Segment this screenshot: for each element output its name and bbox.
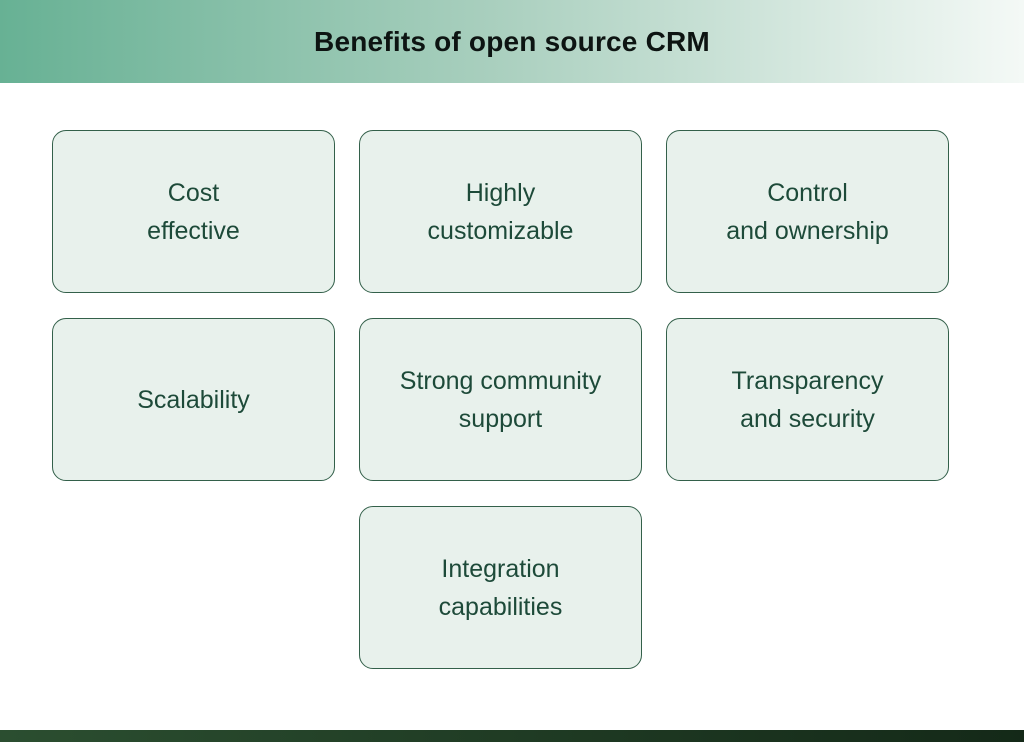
card-row-3: Integration capabilities [52, 506, 949, 669]
card-row-1: Cost effective Highly customizable Contr… [52, 130, 949, 293]
header-banner: Benefits of open source CRM [0, 0, 1024, 83]
card-scalability: Scalability [52, 318, 335, 481]
card-transparency-and-security: Transparency and security [666, 318, 949, 481]
card-strong-community-support: Strong community support [359, 318, 642, 481]
page-title: Benefits of open source CRM [314, 25, 710, 57]
card-label-strong-community-support: Strong community support [399, 366, 602, 433]
card-label-scalability: Scalability [137, 385, 250, 414]
card-row-2: Scalability Strong community support Tra… [52, 318, 949, 481]
card-label-highly-customizable: Highly customizable [427, 178, 574, 245]
card-integration-capabilities: Integration capabilities [359, 506, 642, 669]
card-label-transparency-and-security: Transparency and security [731, 366, 884, 433]
card-label-control-and-ownership: Control and ownership [726, 178, 889, 245]
card-highly-customizable: Highly customizable [359, 130, 642, 293]
card-control-and-ownership: Control and ownership [666, 130, 949, 293]
card-label-integration-capabilities: Integration capabilities [438, 554, 563, 621]
card-label-cost-effective: Cost effective [147, 178, 240, 245]
footer-bar [0, 730, 1024, 742]
card-cost-effective: Cost effective [52, 130, 335, 293]
benefits-grid: Cost effective Highly customizable Contr… [52, 130, 949, 669]
